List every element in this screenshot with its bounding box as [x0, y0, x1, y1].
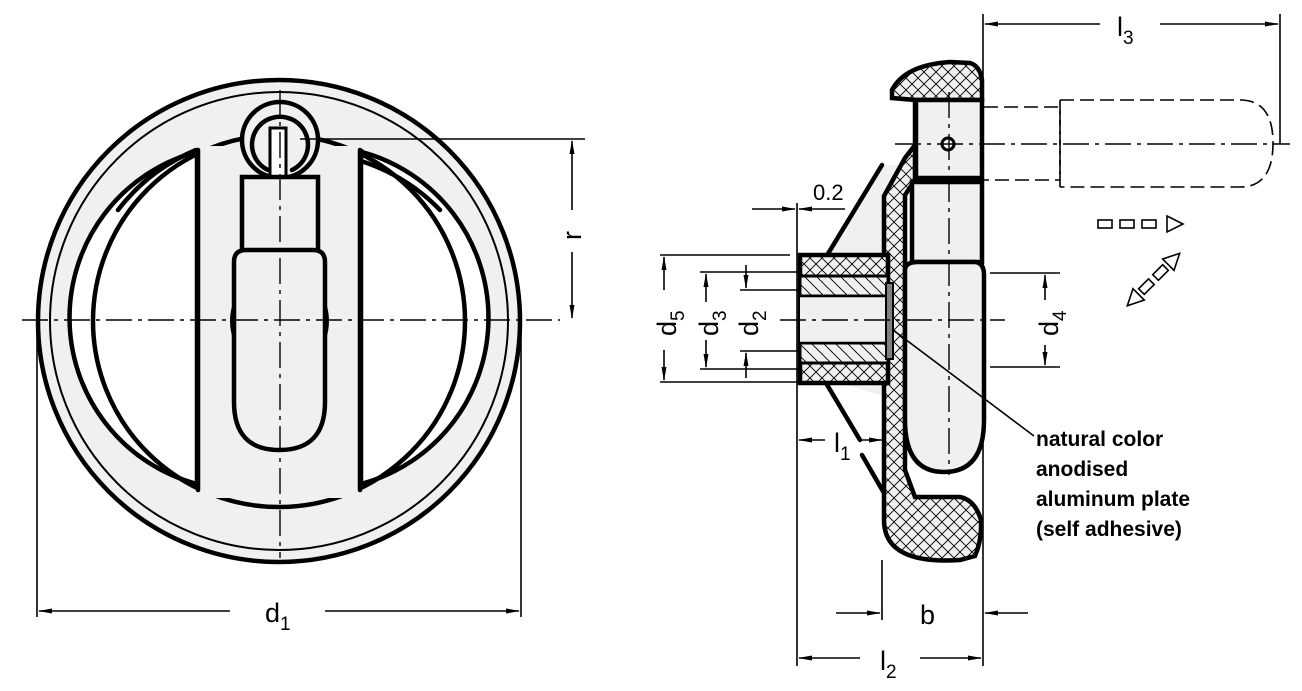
dim-d2: d2	[734, 310, 771, 336]
dim-d4: d4	[1034, 310, 1071, 336]
dim-b: b	[920, 600, 935, 630]
fold-motion-arrows-icon	[1097, 214, 1185, 307]
plate-annotation: natural color anodised aluminum plate (s…	[1036, 428, 1196, 541]
dim-d1: d1	[265, 598, 291, 635]
side-section-view: d5 d3 d2 d4 0.2 l1 b l2 l3	[652, 12, 1290, 683]
dim-d5: d5	[652, 310, 689, 336]
dim-l2: l2	[880, 646, 897, 683]
dim-d3: d3	[694, 310, 731, 336]
side-handle-grip	[902, 259, 987, 475]
dim-r: r	[557, 231, 587, 240]
dim-l1: l1	[834, 428, 851, 465]
dim-gap: 0.2	[813, 180, 844, 205]
aluminum-plate	[885, 282, 894, 360]
front-view: d1 r	[22, 77, 587, 635]
phantom-handle	[984, 99, 1274, 188]
rim-section	[881, 59, 985, 563]
dim-l3: l3	[1117, 12, 1134, 49]
